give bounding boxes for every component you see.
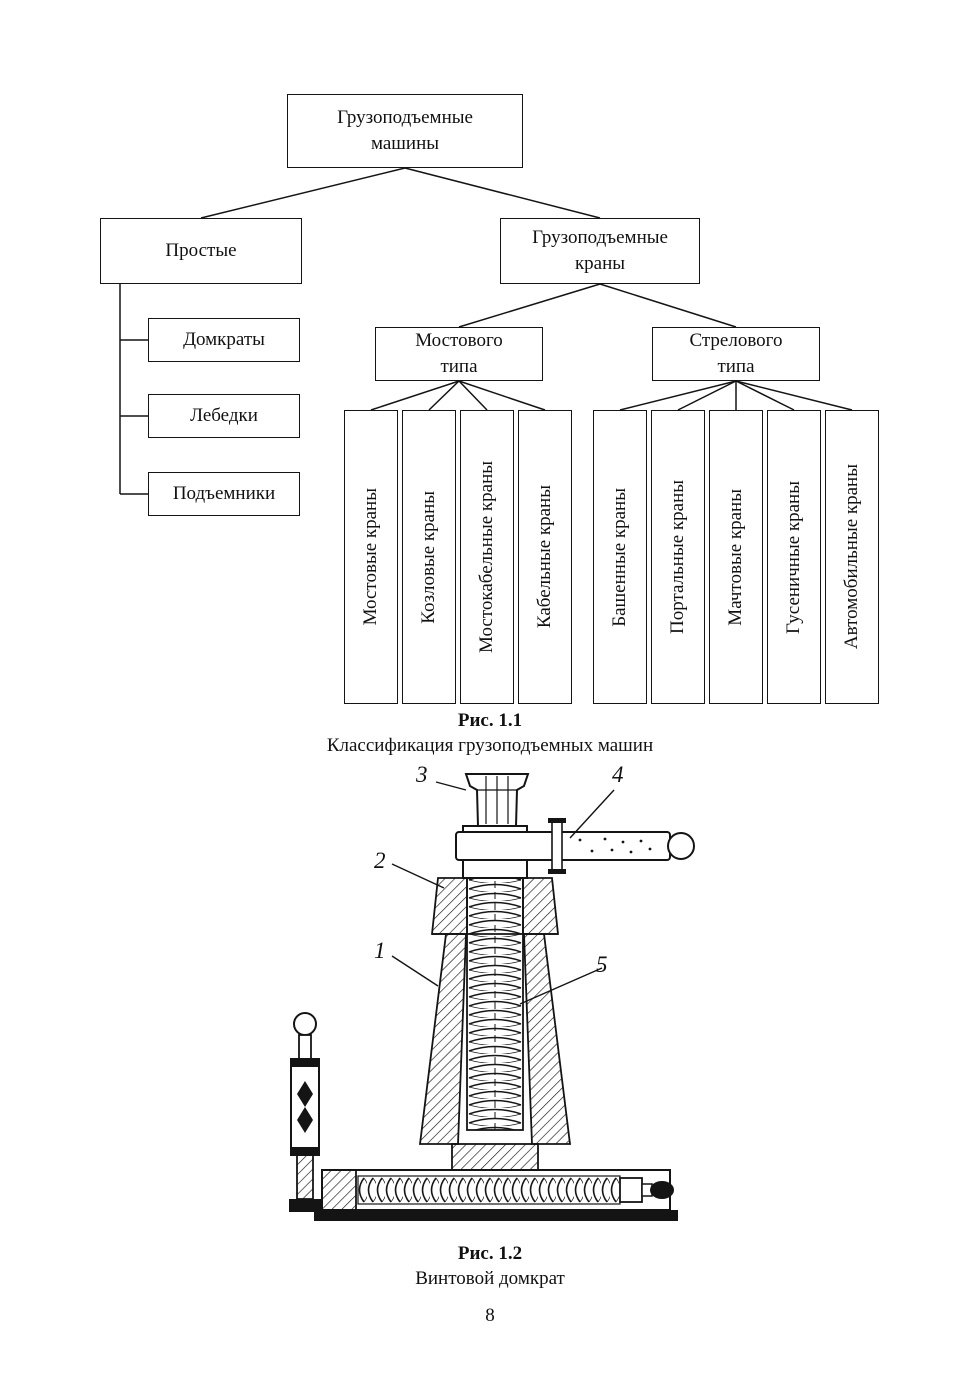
node-portal-cranes-label: Портальные краны bbox=[667, 480, 688, 634]
node-bridge-cable-cranes: Мостокабельные краны bbox=[460, 410, 514, 704]
jack-handle bbox=[455, 818, 695, 874]
jack-lever bbox=[289, 1012, 321, 1212]
node-tower-cranes-label: Башенные краны bbox=[609, 487, 630, 627]
node-tower-cranes: Башенные краны bbox=[593, 410, 647, 704]
node-mast-cranes: Мачтовые краны bbox=[709, 410, 763, 704]
node-truck-cranes: Автомобильные краны bbox=[825, 410, 879, 704]
callout-5: 5 bbox=[596, 952, 608, 977]
node-boom-type: Стрелового типа bbox=[652, 327, 820, 381]
node-hoists-label: Подъемники bbox=[172, 483, 276, 505]
fig1-connector-lines bbox=[119, 167, 853, 495]
node-gantry-cranes-label: Козловые краны bbox=[418, 490, 439, 624]
node-boom-type-label: Стрелового типа bbox=[689, 330, 783, 377]
node-winches: Лебедки bbox=[148, 394, 300, 438]
node-simple: Простые bbox=[100, 218, 302, 284]
node-portal-cranes: Портальные краны bbox=[651, 410, 705, 704]
fig2-caption-text: Винтовой домкрат bbox=[415, 1268, 565, 1289]
node-hoists: Подъемники bbox=[148, 472, 300, 516]
node-bridge-cranes: Мостовые краны bbox=[344, 410, 398, 704]
node-winches-label: Лебедки bbox=[190, 405, 258, 427]
callout-3: 3 bbox=[416, 762, 428, 787]
node-simple-label: Простые bbox=[165, 240, 237, 262]
node-jacks-label: Домкраты bbox=[183, 329, 265, 351]
page-number: 8 bbox=[485, 1305, 495, 1326]
node-root-label: Грузоподъемные машины bbox=[337, 107, 473, 154]
fig1-caption-label: Рис. 1.1 bbox=[457, 710, 523, 731]
node-bridge-cranes-label: Мостовые краны bbox=[360, 488, 381, 626]
node-gantry-cranes: Козловые краны bbox=[402, 410, 456, 704]
node-bridge-cable-cranes-label: Мостокабельные краны bbox=[476, 461, 497, 653]
callout-4: 4 bbox=[612, 762, 624, 787]
fig1-caption-text: Классификация грузоподъемных машин bbox=[326, 735, 654, 756]
node-cable-cranes-label: Кабельные краны bbox=[534, 485, 555, 629]
node-truck-cranes-label: Автомобильные краны bbox=[841, 464, 862, 650]
fig2-caption-label: Рис. 1.2 bbox=[457, 1243, 523, 1264]
node-crawler-cranes: Гусеничные краны bbox=[767, 410, 821, 704]
jack-nut bbox=[430, 877, 560, 935]
callout-1: 1 bbox=[374, 938, 386, 963]
node-cranes-label: Грузоподъемные краны bbox=[532, 227, 668, 274]
jack-cup bbox=[464, 773, 530, 827]
node-jacks: Домкраты bbox=[148, 318, 300, 362]
node-cranes: Грузоподъемные краны bbox=[500, 218, 700, 284]
jack-screw bbox=[466, 870, 524, 1134]
callout-leader-lines bbox=[391, 781, 615, 1005]
node-mast-cranes-label: Мачтовые краны bbox=[725, 488, 746, 626]
node-bridge-type-label: Мостового типа bbox=[415, 330, 503, 377]
node-cable-cranes: Кабельные краны bbox=[518, 410, 572, 704]
screw-jack-drawing bbox=[289, 773, 695, 1221]
node-crawler-cranes-label: Гусеничные краны bbox=[783, 480, 804, 634]
node-root: Грузоподъемные машины bbox=[287, 94, 523, 168]
jack-base bbox=[314, 1143, 678, 1221]
node-bridge-type: Мостового типа bbox=[375, 327, 543, 381]
callout-2: 2 bbox=[374, 848, 386, 873]
